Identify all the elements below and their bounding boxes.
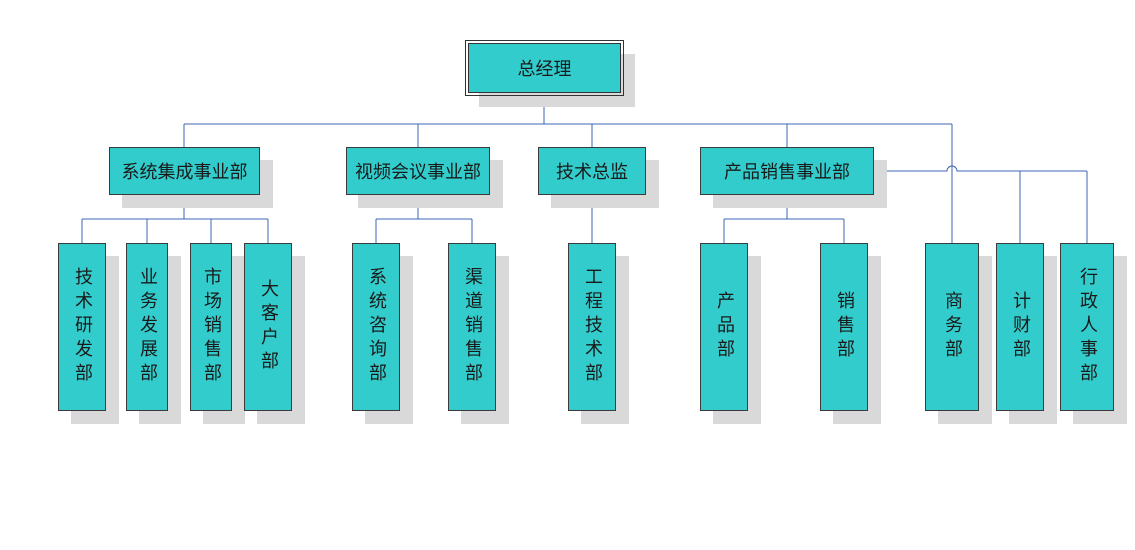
node-label: 技术总监 (556, 162, 628, 183)
node-label: 业务发展部 (137, 267, 158, 387)
node-label: 系统集成事业部 (121, 162, 248, 183)
node-system-integration: 系统集成事业部 (109, 147, 260, 195)
node-label: 总经理 (517, 59, 572, 80)
node-label: 系统咨询部 (366, 267, 387, 387)
node-label: 计财部 (1010, 291, 1031, 363)
node-finance: 计财部 (996, 243, 1044, 411)
node-channel-sales: 渠道销售部 (448, 243, 496, 411)
node-engineering: 工程技术部 (568, 243, 616, 411)
node-product-sales: 产品销售事业部 (700, 147, 874, 195)
node-label: 大客户部 (258, 279, 279, 375)
node-business-dev: 业务发展部 (126, 243, 168, 411)
node-video-conference: 视频会议事业部 (346, 147, 490, 195)
node-general-manager: 总经理 (465, 40, 624, 96)
node-market-sales: 市场销售部 (190, 243, 232, 411)
node-key-accounts: 大客户部 (244, 243, 292, 411)
node-product-dept: 产品部 (700, 243, 748, 411)
node-label: 产品部 (714, 291, 735, 363)
node-technical-director: 技术总监 (538, 147, 646, 195)
node-label: 渠道销售部 (462, 267, 483, 387)
node-label: 视频会议事业部 (355, 162, 481, 183)
node-commerce: 商务部 (925, 243, 979, 411)
node-sales-dept: 销售部 (820, 243, 868, 411)
node-label: 行政人事部 (1077, 267, 1098, 387)
node-admin-hr: 行政人事部 (1060, 243, 1114, 411)
node-label: 技术研发部 (72, 267, 93, 387)
node-label: 市场销售部 (201, 267, 222, 387)
node-system-consulting: 系统咨询部 (352, 243, 400, 411)
node-label: 工程技术部 (582, 267, 603, 387)
node-label: 产品销售事业部 (724, 162, 850, 183)
node-label: 商务部 (942, 291, 963, 363)
node-tech-rd: 技术研发部 (58, 243, 106, 411)
node-label: 销售部 (834, 291, 855, 363)
